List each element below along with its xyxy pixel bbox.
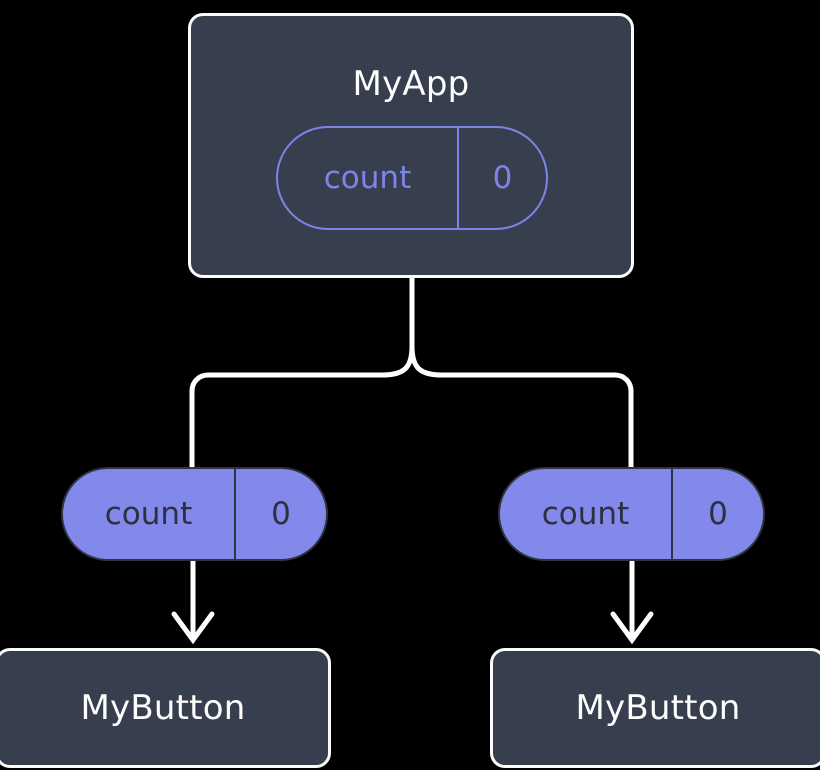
state-pill-name: count bbox=[104, 496, 193, 532]
branch-connector-right bbox=[409, 277, 634, 468]
state-pill-value: 0 bbox=[671, 469, 763, 559]
arrow-head-left bbox=[171, 611, 215, 645]
arrow-head-right bbox=[610, 611, 654, 645]
state-pill-name: count bbox=[541, 496, 630, 532]
component-node-myapp[interactable]: MyApp bbox=[188, 13, 634, 278]
component-node-mybutton-0[interactable]: MyButton bbox=[0, 648, 331, 768]
state-pill-child-1-count[interactable]: count 0 bbox=[498, 467, 765, 561]
component-title: MyApp bbox=[352, 64, 470, 104]
state-pill-child-0-count[interactable]: count 0 bbox=[61, 467, 328, 561]
state-pill-name: count bbox=[323, 160, 412, 196]
state-pill-myapp-count[interactable]: count 0 bbox=[276, 126, 548, 230]
branch-connector-left bbox=[189, 277, 415, 468]
state-pill-value: 0 bbox=[234, 469, 326, 559]
component-title: MyButton bbox=[575, 688, 741, 728]
component-title: MyButton bbox=[80, 688, 246, 728]
component-node-mybutton-1[interactable]: MyButton bbox=[490, 648, 820, 768]
state-pill-value: 0 bbox=[457, 128, 546, 228]
